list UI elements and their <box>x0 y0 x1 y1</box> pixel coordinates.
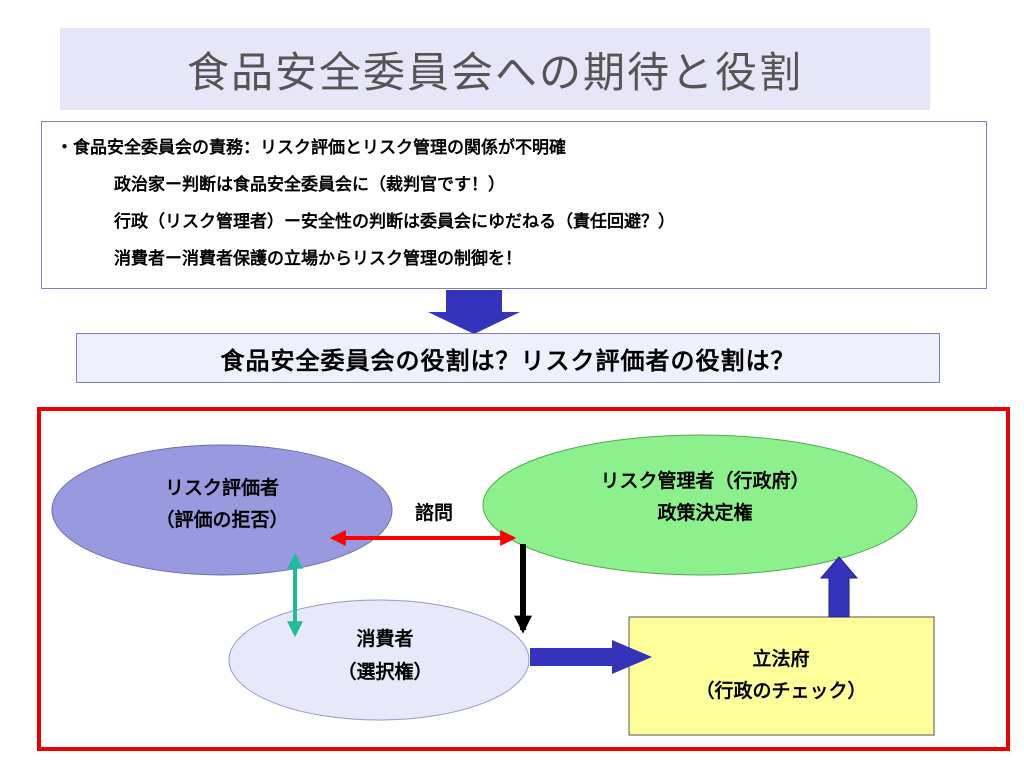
legislature-role: （行政のチェック） <box>695 679 866 702</box>
issue-point: 消費者ー消費者保護の立場からリスク管理の制御を！ <box>114 249 522 269</box>
question-text: 食品安全委員会の役割は？リスク評価者の役割は？ <box>220 346 796 375</box>
legislature-node <box>628 616 935 736</box>
down-arrow-icon <box>428 290 520 334</box>
issues-box: ・食品安全委員会の責務：リスク評価とリスク管理の関係が不明確 政治家ー判断は食品… <box>41 121 987 289</box>
question-box: 食品安全委員会の役割は？リスク評価者の役割は？ <box>76 333 940 383</box>
relationship-frame <box>37 407 1010 751</box>
consultation-label: 諮問 <box>415 501 453 524</box>
consumer-node <box>228 599 530 721</box>
title-banner: 食品安全委員会への期待と役割 <box>60 28 930 110</box>
consumer-to-legislature-arrow <box>530 640 652 674</box>
issue-point: 政治家ー判断は食品安全委員会に（裁判官です！） <box>114 175 505 195</box>
issues-heading: ・食品安全委員会の責務：リスク評価とリスク管理の関係が不明確 <box>56 138 566 158</box>
risk-manager-role: 政策決定権 <box>657 501 752 524</box>
page-title: 食品安全委員会への期待と役割 <box>186 47 803 97</box>
legislature-to-manager-arrow <box>819 556 859 618</box>
risk-assessor-role: （評価の拒否） <box>155 508 288 531</box>
risk-assessor-node <box>51 444 393 576</box>
legislature-name: 立法府 <box>752 647 809 670</box>
risk-assessor-name: リスク評価者 <box>165 476 279 499</box>
consumer-name: 消費者 <box>356 627 413 650</box>
risk-manager-name: リスク管理者（行政府） <box>600 469 809 492</box>
consumer-role: （選択権） <box>337 660 432 683</box>
issue-point: 行政（リスク管理者）ー安全性の判断は委員会にゆだねる（責任回避？） <box>114 212 675 232</box>
risk-manager-node <box>482 434 918 576</box>
